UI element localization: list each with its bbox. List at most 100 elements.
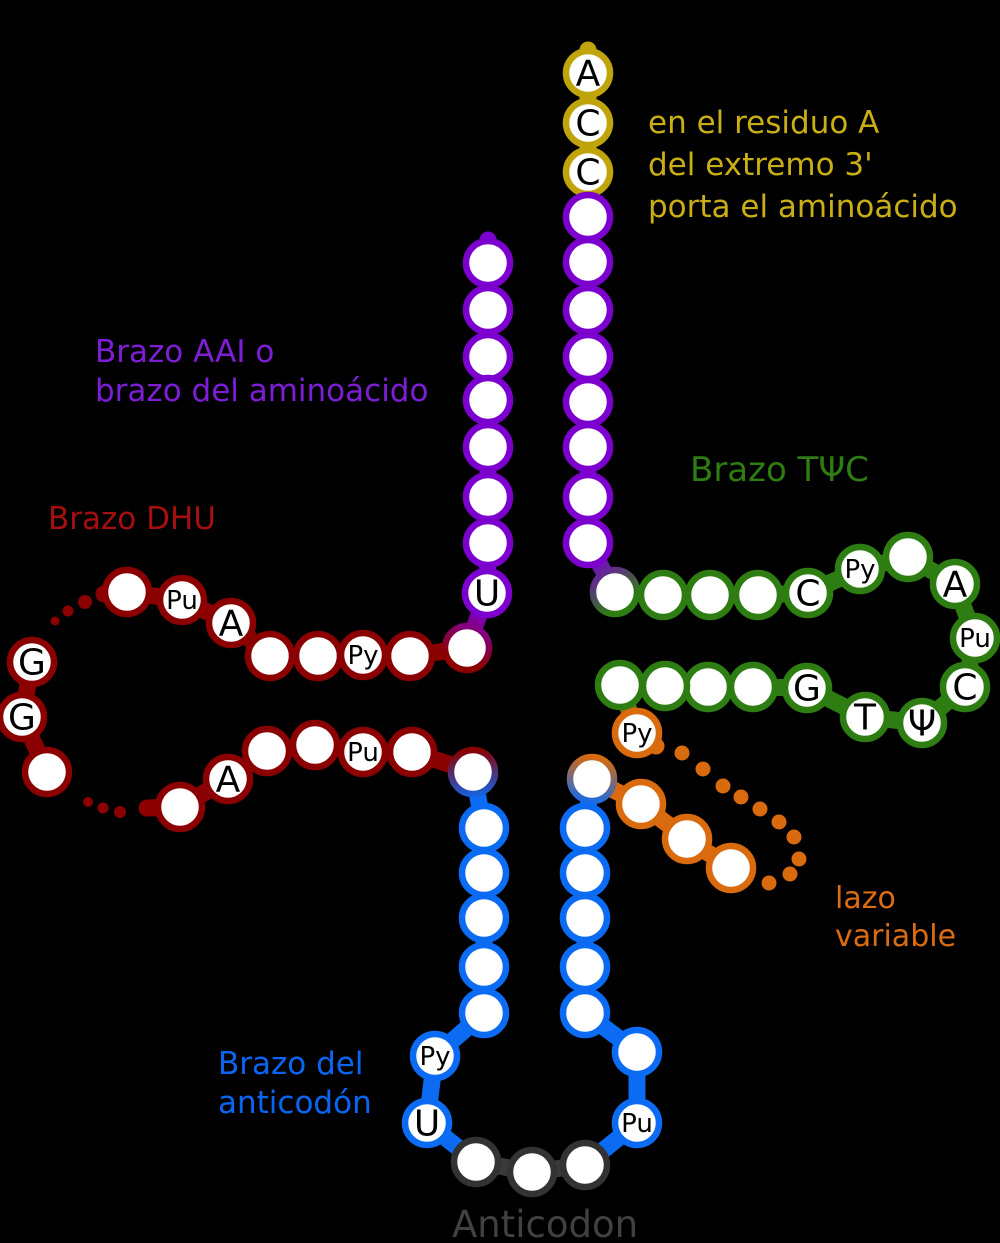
nucleotide-node: [458, 847, 510, 899]
dots-variable-loop-dot: [791, 851, 807, 867]
nucleotide-node-G: [781, 662, 833, 714]
nucleotide-node: [611, 1026, 663, 1078]
nucleotide-node: [450, 1136, 502, 1188]
nucleotide-node-Py: [834, 543, 886, 595]
nucleotide-node: [566, 753, 618, 805]
nucleotide-node-U: [461, 567, 513, 619]
nucleotide-letter: Py: [621, 719, 652, 749]
dots-dhu-top-dot: [50, 616, 60, 626]
nucleotide-node: [462, 284, 514, 336]
nucleotide-node: [562, 331, 614, 383]
nucleotide-letter: A: [219, 604, 244, 645]
band-variable-return: [583, 770, 740, 877]
nucleotide-node-Pu: [611, 1097, 663, 1149]
nucleotide-letter: Ψ: [908, 704, 936, 745]
nucleotide-letter: Pu: [621, 1109, 653, 1139]
nucleotide-letter: Pu: [959, 624, 991, 654]
nucleotide-letter: Pu: [347, 738, 379, 768]
dots-dhu-top-dot: [78, 595, 92, 609]
label-brazo-aai-line2: brazo del aminoácido: [95, 373, 428, 409]
dots-variable-loop-dot: [715, 778, 731, 794]
nucleotide-node-G: [6, 636, 58, 688]
nucleotide-node-A: [929, 558, 981, 610]
nucleotide-node: [562, 517, 614, 569]
nucleotide-letter: Pu: [166, 586, 198, 616]
nucleotide-node: [462, 331, 514, 383]
nucleotide-node: [559, 941, 611, 993]
nucleotide-node: [559, 847, 611, 899]
dots-dhu-bottom-dot: [114, 806, 126, 818]
nucleotide-node: [462, 374, 514, 426]
nucleotide-node-G: [0, 691, 48, 743]
dots-variable-loop-dot: [771, 814, 787, 830]
nucleotide-node: [562, 471, 614, 523]
nucleotide-node: [241, 725, 293, 777]
nucleotide-node: [559, 802, 611, 854]
nucleotide-letter: U: [414, 1104, 440, 1145]
nucleotide-node-T: [839, 691, 891, 743]
label-anticodon: Anticodon: [452, 1203, 638, 1243]
nucleotide-node-Pu: [949, 612, 1000, 664]
label-brazo-tpc: Brazo TΨC: [690, 450, 869, 490]
nucleotide-letter: A: [216, 760, 241, 801]
nucleotide-node: [154, 781, 206, 833]
nucleotide-node: [559, 987, 611, 1039]
nucleotide-node: [615, 778, 667, 830]
nucleotide-node: [506, 1146, 558, 1198]
nucleotide-node-C: [562, 97, 614, 149]
nucleotide-letter: C: [575, 153, 600, 194]
dots-variable-loop-dot: [752, 801, 768, 817]
nucleotide-letter: C: [575, 104, 600, 145]
nucleotide-node-C: [782, 567, 834, 619]
label-brazo-aai-line1: Brazo AAI o: [95, 334, 274, 370]
nucleotide-letter: C: [952, 668, 977, 709]
nucleotide-node: [462, 421, 514, 473]
nucleotide-node: [594, 659, 646, 711]
nucleotide-node: [562, 376, 614, 428]
dotted-sections: [50, 595, 807, 891]
dots-variable-loop-dot: [782, 866, 798, 882]
nucleotide-letter: T: [853, 698, 877, 739]
nucleotide-node-Py: [611, 707, 663, 759]
nucleotide-node: [384, 630, 436, 682]
nucleotide-nodes: [0, 47, 1000, 1198]
nucleotide-node: [441, 622, 493, 674]
nucleotide-node-A: [202, 753, 254, 805]
dots-dhu-bottom-dot: [97, 802, 109, 814]
nucleotide-node: [684, 569, 736, 621]
nucleotide-node-Py: [409, 1030, 461, 1082]
nucleotide-node: [559, 892, 611, 944]
nucleotide-node: [637, 569, 689, 621]
nucleotide-letter: C: [795, 574, 820, 615]
label-lazo-variable-line1: lazo: [835, 881, 896, 916]
nucleotide-node: [559, 1139, 611, 1191]
dots-variable-loop-dot: [786, 829, 802, 845]
nucleotide-node: [447, 746, 499, 798]
nucleotide-letter: A: [576, 54, 601, 95]
dots-variable-loop-dot: [733, 789, 749, 805]
nucleotide-node: [661, 813, 713, 865]
nucleotide-node: [289, 719, 341, 771]
dots-variable-loop-dot: [761, 875, 777, 891]
nucleotide-node-Ψ: [896, 697, 948, 749]
label-brazo-anticodon-line2: anticodón: [218, 1085, 372, 1121]
nucleotide-node: [589, 566, 641, 618]
nucleotide-node-Pu: [156, 574, 208, 626]
label-acceptor-note-line3: porta el aminoácido: [648, 189, 958, 225]
nucleotide-node: [705, 842, 757, 894]
nucleotide-node: [21, 746, 73, 798]
dots-dhu-bottom-dot: [83, 797, 93, 807]
label-brazo-dhu: Brazo DHU: [48, 501, 216, 537]
nucleotide-letter: Py: [844, 555, 875, 585]
nucleotide-node: [462, 517, 514, 569]
nucleotide-letter: G: [793, 669, 821, 710]
nucleotide-node: [292, 630, 344, 682]
nucleotide-node: [562, 236, 614, 288]
nucleotide-node: [244, 630, 296, 682]
dots-variable-loop-dot: [674, 745, 690, 761]
nucleotide-node-C: [939, 661, 991, 713]
label-lazo-variable-line2: variable: [835, 919, 956, 954]
